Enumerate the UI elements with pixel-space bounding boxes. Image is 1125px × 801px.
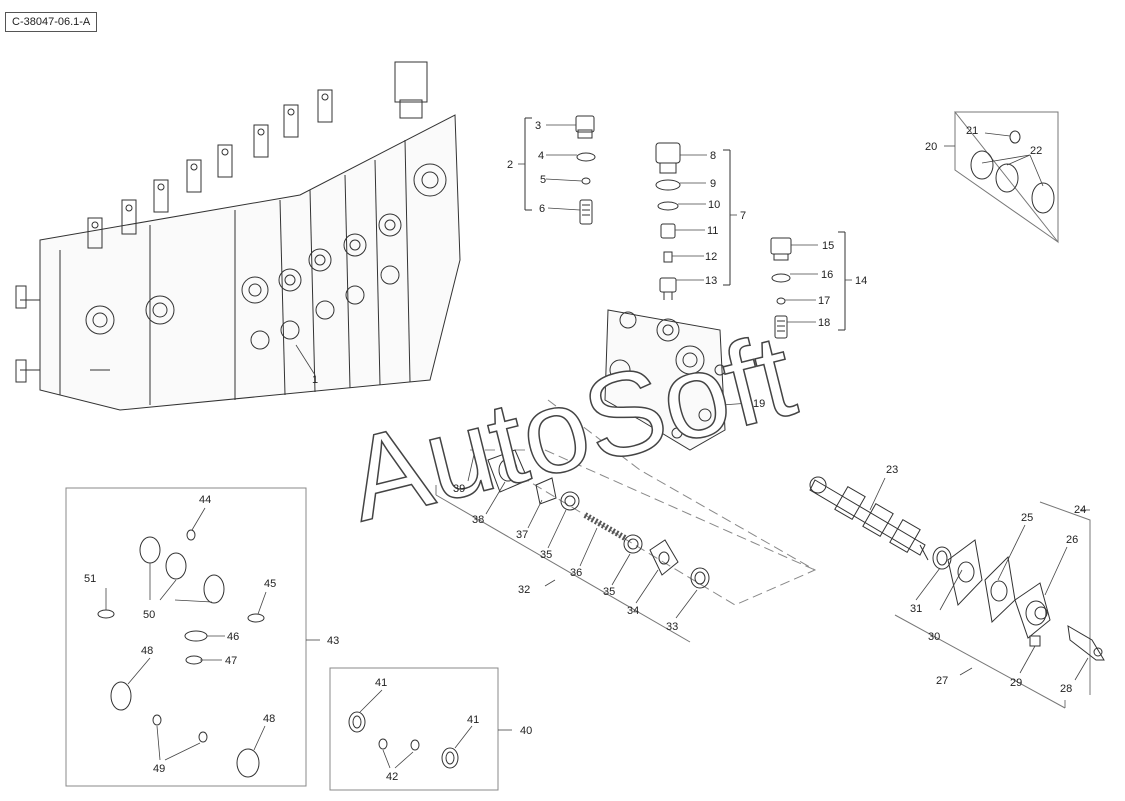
callout-label[interactable]: 22	[1030, 145, 1042, 157]
callout-label[interactable]: 45	[264, 578, 276, 590]
callout-label[interactable]: 1	[312, 374, 318, 386]
section-body[interactable]	[604, 309, 726, 451]
callout-label[interactable]: 2	[507, 159, 513, 171]
callout-label[interactable]: 46	[227, 631, 239, 643]
spool-spring-kit-32[interactable]	[435, 399, 817, 643]
callout-label[interactable]: 34	[627, 605, 639, 617]
callout-label[interactable]: 41	[375, 677, 387, 689]
callout-label[interactable]: 31	[910, 603, 922, 615]
cartridge-kit-7[interactable]	[655, 142, 731, 300]
callout-label[interactable]: 15	[822, 240, 834, 252]
callout-label[interactable]: 51	[84, 573, 96, 585]
callout-label[interactable]: 49	[153, 763, 165, 775]
callout-label[interactable]: 35	[603, 586, 615, 598]
drawing-reference-label: C-38047-06.1-A	[5, 12, 98, 32]
callout-label[interactable]: 41	[467, 714, 479, 726]
callout-label[interactable]: 27	[936, 675, 948, 687]
callout-label[interactable]: 16	[821, 269, 833, 281]
callout-label[interactable]: 44	[199, 494, 211, 506]
callout-label[interactable]: 10	[708, 199, 720, 211]
callout-label[interactable]: 29	[1010, 677, 1022, 689]
callout-label[interactable]: 50	[143, 609, 155, 621]
callout-label[interactable]: 48	[263, 713, 275, 725]
callout-label[interactable]: 13	[705, 275, 717, 287]
callout-label[interactable]: 32	[518, 584, 530, 596]
callout-label[interactable]: 25	[1021, 512, 1033, 524]
callout-label[interactable]: 35	[540, 549, 552, 561]
callout-label[interactable]: 21	[966, 125, 978, 137]
spool[interactable]	[809, 476, 929, 561]
callout-label[interactable]: 36	[570, 567, 582, 579]
callout-label[interactable]: 37	[516, 529, 528, 541]
callout-label[interactable]: 33	[666, 621, 678, 633]
callout-labels: 1 2 3 4 5 6 7 8 9 10 11 12 13 14 15 16 1…	[84, 120, 1086, 783]
seal-kit-40[interactable]	[329, 667, 499, 791]
callout-label[interactable]: 42	[386, 771, 398, 783]
callout-label[interactable]: 28	[1060, 683, 1072, 695]
callout-label[interactable]: 26	[1066, 534, 1078, 546]
callout-label[interactable]: 11	[707, 225, 718, 237]
callout-label[interactable]: 12	[705, 251, 717, 263]
callout-label[interactable]: 19	[753, 398, 765, 410]
callout-label[interactable]: 4	[538, 150, 544, 162]
callout-label[interactable]: 38	[472, 514, 484, 526]
relief-valve-kit-2[interactable]	[524, 115, 596, 225]
callout-label[interactable]: 43	[327, 635, 339, 647]
seal-kit-20[interactable]	[953, 111, 1059, 244]
callout-label[interactable]: 24	[1074, 504, 1086, 516]
callout-label[interactable]: 47	[225, 655, 237, 667]
end-cap-kit-24[interactable]	[894, 501, 1105, 709]
callout-label[interactable]: 14	[855, 275, 867, 287]
valve-bank-assembly[interactable]	[15, 61, 461, 411]
callout-label[interactable]: 7	[740, 210, 746, 222]
callout-label[interactable]: 23	[886, 464, 898, 476]
callout-label[interactable]: 48	[141, 645, 153, 657]
callout-label[interactable]: 20	[925, 141, 937, 153]
relief-valve-kit-14[interactable]	[770, 231, 846, 339]
callout-label[interactable]: 6	[539, 203, 545, 215]
callout-label[interactable]: 30	[928, 631, 940, 643]
callout-label[interactable]: 9	[710, 178, 716, 190]
leader-lines	[105, 124, 1090, 769]
callout-label[interactable]: 5	[540, 174, 546, 186]
seal-kit-43[interactable]	[65, 487, 307, 787]
callout-label[interactable]: 39	[453, 483, 465, 495]
callout-label[interactable]: 18	[818, 317, 830, 329]
callout-label[interactable]: 17	[818, 295, 830, 307]
callout-label[interactable]: 40	[520, 725, 532, 737]
callout-label[interactable]: 3	[535, 120, 541, 132]
callout-label[interactable]: 8	[710, 150, 716, 162]
